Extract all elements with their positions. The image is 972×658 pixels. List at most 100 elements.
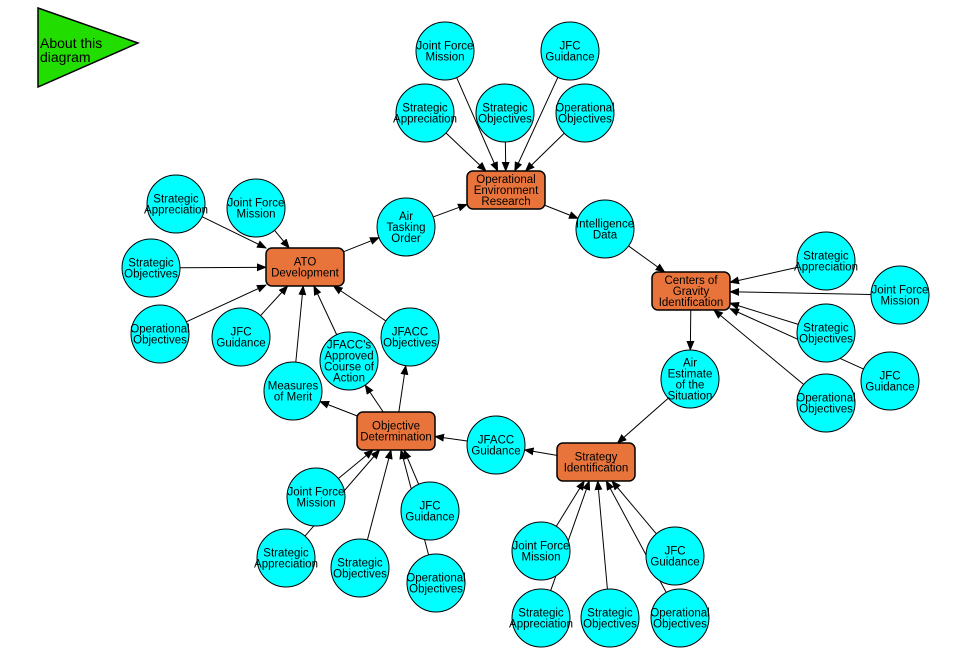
process-box <box>466 170 546 210</box>
node-b_oo-label: Operational <box>650 608 709 620</box>
node-bl_sa-label: Strategic <box>263 548 309 560</box>
node-circle <box>860 351 920 411</box>
edge-r_so-to-cog <box>729 301 799 325</box>
edge-l_so-to-ato <box>179 263 267 272</box>
node-circle <box>660 349 720 409</box>
process-oer-label: Environment <box>474 185 539 197</box>
edge-od-to-jfaccoa <box>364 384 384 413</box>
node-circle <box>211 307 271 367</box>
node-r_jfm-label: Mission <box>881 296 920 308</box>
node-l_sa-label: Strategic <box>153 194 199 206</box>
node-r_jfm-label: Joint Force <box>872 285 929 297</box>
node-l_jfc-label: Guidance <box>216 338 265 350</box>
edge-intel-to-cog <box>628 245 666 273</box>
node-t_jfc-label: JFC <box>559 41 580 53</box>
node-circle <box>650 588 710 648</box>
node-circle <box>415 21 475 81</box>
edge-b_jfc-to-si <box>611 480 657 535</box>
process-box <box>356 411 436 451</box>
edge-t_oo-to-oer <box>524 132 565 172</box>
node-t_sa-label: Appreciation <box>393 114 457 126</box>
edge-l_sa-to-ato <box>201 216 267 249</box>
node-circle <box>796 303 856 363</box>
edge-ato_order-to-oer <box>433 203 468 218</box>
about-label-line-2: diagram <box>40 49 91 65</box>
node-t_jfc-label: Guidance <box>545 52 594 64</box>
node-airest-label: of the <box>676 380 705 392</box>
node-l_jfm-label: Joint Force <box>228 198 285 210</box>
process-box <box>651 271 731 311</box>
edge-t_jfc-to-oer <box>514 77 559 172</box>
node-b_jfc-label: JFC <box>664 546 685 558</box>
edge-r_jfm-to-cog <box>729 287 872 296</box>
about-label-line-1: About this <box>40 35 102 51</box>
node-measures-label: of Merit <box>274 392 313 404</box>
about-diagram-button[interactable]: About this diagram <box>37 6 141 89</box>
node-b_so-label: Objectives <box>583 619 637 631</box>
node-r_so-label: Strategic <box>803 323 849 335</box>
node-bl_jfm-label: Mission <box>297 498 336 510</box>
node-r_oo-label: Operational <box>796 393 855 405</box>
node-airest-label: Situation <box>668 391 713 403</box>
node-circle <box>796 373 856 433</box>
edge-b_jfm-to-si <box>555 480 585 527</box>
process-oer-label: Research <box>481 196 530 208</box>
edge-jfaccoa-to-ato <box>313 285 338 335</box>
node-b_jfc-label: Guidance <box>650 557 699 569</box>
node-circle <box>466 415 526 475</box>
node-b_sa-label: Appreciation <box>509 619 573 631</box>
node-t_jfm-label: Mission <box>426 52 465 64</box>
edge-t_jfm-to-oer <box>456 77 499 172</box>
node-l_sa-label: Appreciation <box>144 205 208 217</box>
node-circle <box>226 178 286 238</box>
node-b_oo-label: Objectives <box>653 619 707 631</box>
edge-l_jfc-to-ato <box>260 285 289 316</box>
node-circle <box>395 83 455 143</box>
process-cog-label: Centers of <box>664 275 718 287</box>
node-circle <box>870 265 930 325</box>
node-bl_jfm-label: Joint Force <box>288 487 345 499</box>
node-bl_jfc-label: JFC <box>419 501 440 513</box>
process-si-label: Identification <box>564 463 629 475</box>
edge-b_so-to-si <box>594 480 608 590</box>
node-bl_oo-label: Operational <box>406 573 465 585</box>
